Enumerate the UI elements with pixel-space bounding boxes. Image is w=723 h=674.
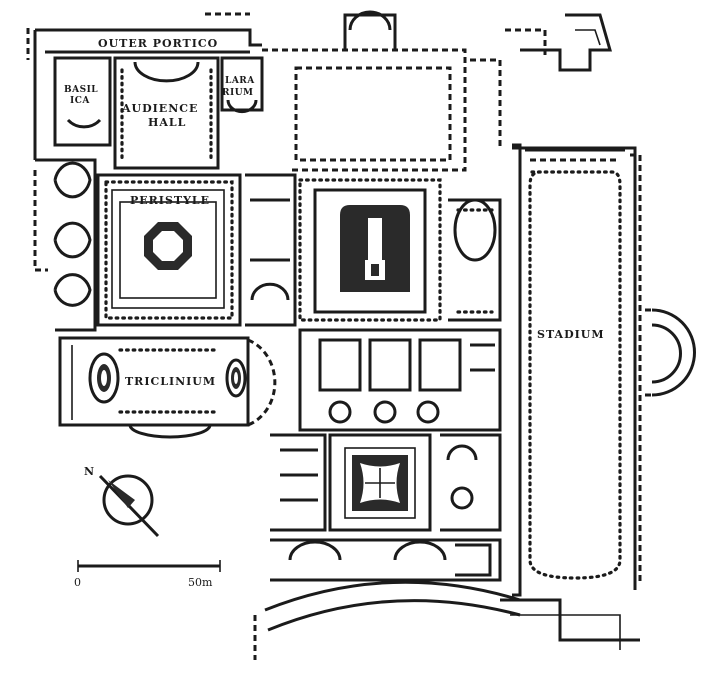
west-rooms [33, 158, 97, 332]
scale-start: 0 [74, 576, 81, 589]
label-audience-hall-1: AUDIENCE [121, 102, 198, 115]
north-court [262, 10, 502, 172]
fountain-court [298, 178, 442, 322]
northeast-structure [505, 13, 612, 72]
label-outer-portico: OUTER PORTICO [98, 37, 218, 50]
middle-rooms [245, 173, 297, 327]
scale-bar: 0 50m [74, 560, 221, 589]
lararium: LARA RIUM [220, 56, 264, 114]
label-stadium: STADIUM [537, 328, 605, 341]
label-triclinium: TRICLINIUM [125, 375, 216, 388]
scale-end: 50m [188, 576, 213, 589]
south-exedra [253, 580, 640, 660]
east-exedra [645, 308, 696, 397]
south-complex [298, 328, 502, 432]
audience-hall: AUDIENCE HALL [113, 56, 220, 170]
label-peristyle: PERISTYLE [130, 194, 210, 207]
label-basilica-1: BASIL [64, 85, 98, 95]
south-rooms [270, 433, 502, 582]
label-lararium-1: LARA [225, 76, 255, 86]
north-arrow: N [84, 465, 160, 538]
quatrefoil-court [328, 433, 432, 532]
label-lararium-2: RIUM [222, 88, 254, 98]
north-arrow-label: N [84, 465, 95, 478]
label-audience-hall-2: HALL [148, 116, 186, 129]
outer-portico: OUTER PORTICO [26, 12, 262, 160]
basilica: BASIL ICA [53, 56, 112, 147]
label-basilica-2: ICA [70, 96, 90, 106]
triclinium: TRICLINIUM [58, 336, 277, 439]
east-court [448, 198, 502, 322]
peristyle: PERISTYLE [96, 173, 242, 327]
stadium: STADIUM [512, 143, 642, 597]
